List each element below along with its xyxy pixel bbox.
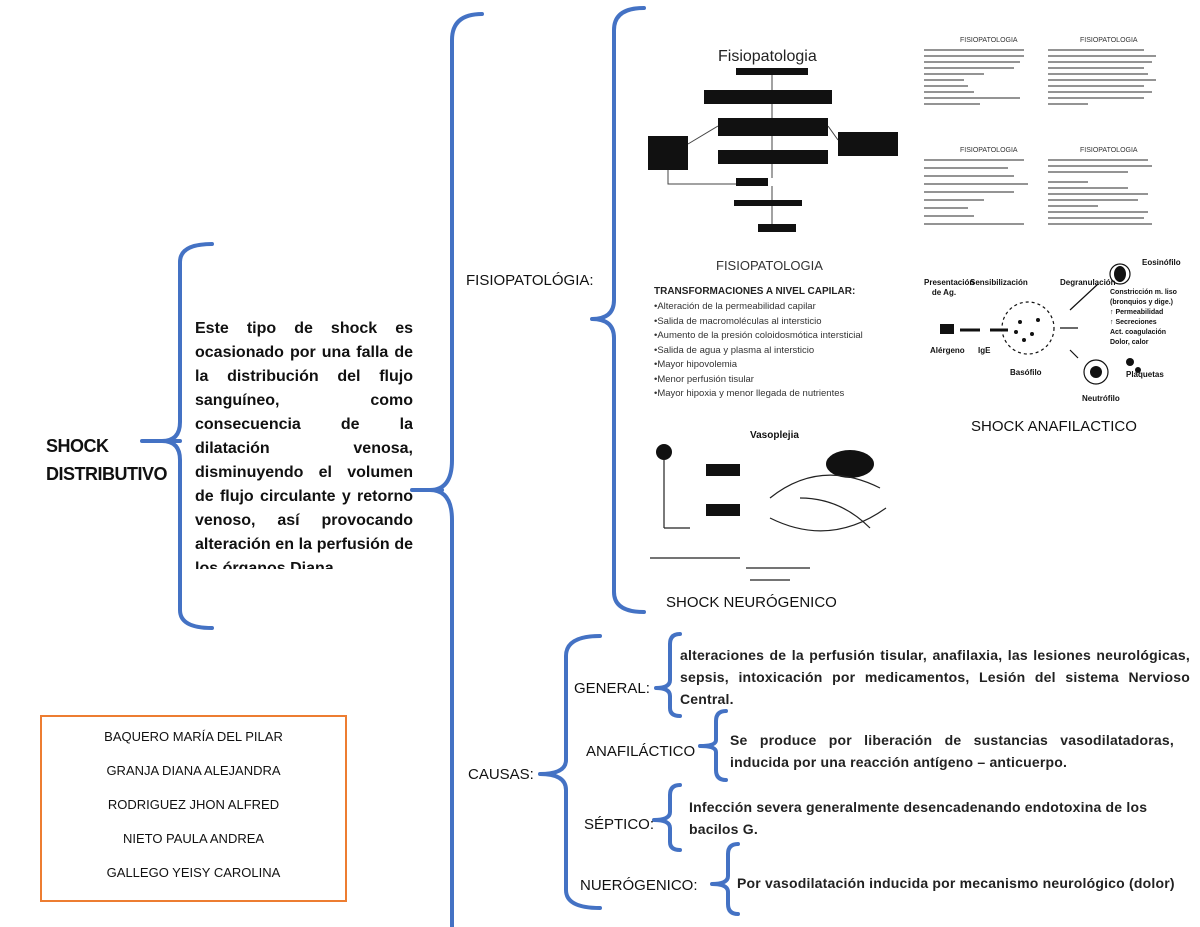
author-name: GALLEGO YEISY CAROLINA bbox=[106, 865, 281, 880]
causas-label: CAUSAS: bbox=[468, 766, 534, 783]
cause-septico-label: SÉPTICO: bbox=[584, 816, 655, 833]
vasoplegia-image: Vasoplejia bbox=[650, 418, 914, 594]
capillary-item: •Salida de agua y plasma al intersticio bbox=[654, 344, 815, 356]
causas-brace bbox=[538, 634, 602, 910]
allergen-label: Alérgeno bbox=[930, 346, 965, 355]
authors-box: BAQUERO MARÍA DEL PILAR GRANJA DIANA ALE… bbox=[40, 715, 347, 902]
fisio-brace bbox=[590, 6, 646, 614]
effect-item: ↑ Permeabilidad bbox=[1110, 309, 1164, 316]
cause-anafilactico-label: ANAFILÁCTICO bbox=[586, 743, 696, 760]
anaphylaxis-graphic bbox=[940, 263, 1141, 385]
capillary-item: •Menor perfusión tisular bbox=[654, 373, 754, 385]
septico-brace bbox=[652, 783, 682, 852]
anaphylaxis-effects: Constricción m. liso (bronquios y dige.)… bbox=[1110, 288, 1190, 348]
capillary-item: •Alteración de la permeabilidad capilar bbox=[654, 301, 816, 312]
panel-title-2: FISIOPATOLOGIA bbox=[1080, 37, 1138, 44]
flowchart-graphic bbox=[648, 68, 898, 232]
panel-title-3: FISIOPATOLOGIA bbox=[960, 147, 1018, 154]
capillary-item: •Mayor hipoxia y menor llegada de nutrie… bbox=[654, 388, 845, 399]
capillary-list: •Alteración de la permeabilidad capilar … bbox=[654, 300, 914, 402]
panel-title-1: FISIOPATOLOGIA bbox=[960, 37, 1018, 44]
basophil-label: Basófilo bbox=[1010, 368, 1042, 377]
anafilactico-brace bbox=[698, 709, 728, 782]
ige-label: IgE bbox=[978, 346, 991, 355]
anaphylaxis-illustration: Presentación de Ag. Sensibilización Degr… bbox=[920, 250, 1190, 410]
text-panels-image: FISIOPATOLOGIA FISIOPATOLOGIA FISIOPATOL… bbox=[920, 34, 1164, 234]
effect-item: Constricción m. liso (bronquios y dige.) bbox=[1110, 289, 1177, 306]
vasoplegia-graphic bbox=[650, 444, 887, 581]
capillary-panel: FISIOPATOLOGIA TRANSFORMACIONES A NIVEL … bbox=[654, 258, 914, 406]
author-name: RODRIGUEZ JHON ALFRED bbox=[107, 797, 280, 812]
platelets-label: Plaquetas bbox=[1126, 370, 1164, 379]
neutrophil-label: Neutrófilo bbox=[1082, 394, 1120, 403]
flowchart-title: Fisiopatologia bbox=[718, 48, 817, 65]
capillary-title: FISIOPATOLOGIA bbox=[716, 258, 823, 273]
caption-anaphylactic: SHOCK ANAFILACTICO bbox=[971, 418, 1137, 435]
general-brace bbox=[654, 632, 682, 718]
effect-item: Act. coagulación bbox=[1110, 329, 1167, 336]
cause-general-label: GENERAL: bbox=[574, 680, 650, 697]
flowchart-image: Fisiopatologia bbox=[640, 44, 910, 240]
capillary-item: •Mayor hipovolemia bbox=[654, 359, 738, 370]
definition-text: Este tipo de shock es ocasionado por una… bbox=[195, 320, 413, 569]
degranulation-label: Degranulación bbox=[1060, 278, 1116, 287]
author-name: BAQUERO MARÍA DEL PILAR bbox=[104, 729, 283, 744]
cause-neurogenico-label: NUERÓGENICO: bbox=[580, 877, 698, 894]
cause-neurogenico-text: Por vasodilatación inducida por mecanism… bbox=[737, 875, 1175, 891]
author-name: NIETO PAULA ANDREA bbox=[122, 831, 265, 846]
capillary-subtitle: TRANSFORMACIONES A NIVEL CAPILAR: bbox=[654, 286, 856, 297]
capillary-item: •Aumento de la presión coloidosmótica in… bbox=[654, 330, 863, 341]
author-name: GRANJA DIANA ALEJANDRA bbox=[106, 763, 281, 778]
effect-item: ↑ Secreciones bbox=[1110, 319, 1157, 326]
presentation-label: Presentación de Ag. bbox=[924, 278, 975, 297]
cause-septico-text: Infección severa generalmente desencaden… bbox=[689, 799, 1148, 837]
fisiopatologia-label: FISIOPATOLÓGIA: bbox=[466, 272, 594, 289]
definition-brace bbox=[160, 242, 214, 630]
panel-title-4: FISIOPATOLOGIA bbox=[1080, 147, 1138, 154]
caption-neurogenic: SHOCK NEURÓGENICO bbox=[666, 594, 837, 611]
vasoplegia-title: Vasoplejia bbox=[750, 430, 799, 441]
effect-item: Dolor, calor bbox=[1110, 339, 1149, 346]
main-brace bbox=[428, 12, 484, 927]
neurogenico-brace bbox=[710, 842, 740, 916]
cause-anafilactico-text: Se produce por liberación de sustancias … bbox=[730, 732, 1174, 770]
capillary-item: •Salida de macromoléculas al intersticio bbox=[654, 315, 822, 327]
main-title: SHOCK DISTRIBUTIVO bbox=[46, 436, 168, 484]
eosinophil-label: Eosinófilo bbox=[1142, 258, 1181, 267]
sensitization-label: Sensibilización bbox=[970, 278, 1028, 287]
cause-general-text: alteraciones de la perfusión tisular, an… bbox=[680, 647, 1190, 707]
panel-text-lines bbox=[924, 49, 1156, 225]
